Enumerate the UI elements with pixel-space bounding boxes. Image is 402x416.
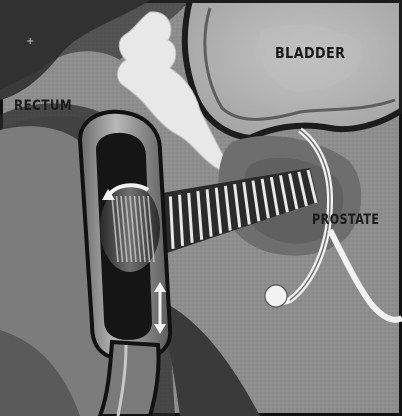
gland-bulb [265, 285, 287, 307]
bladder-label: BLADDER [275, 44, 345, 62]
corner-mark: + [26, 36, 34, 47]
rectum-label: RECTUM [14, 98, 72, 114]
prostate-label: PROSTATE [312, 212, 379, 228]
